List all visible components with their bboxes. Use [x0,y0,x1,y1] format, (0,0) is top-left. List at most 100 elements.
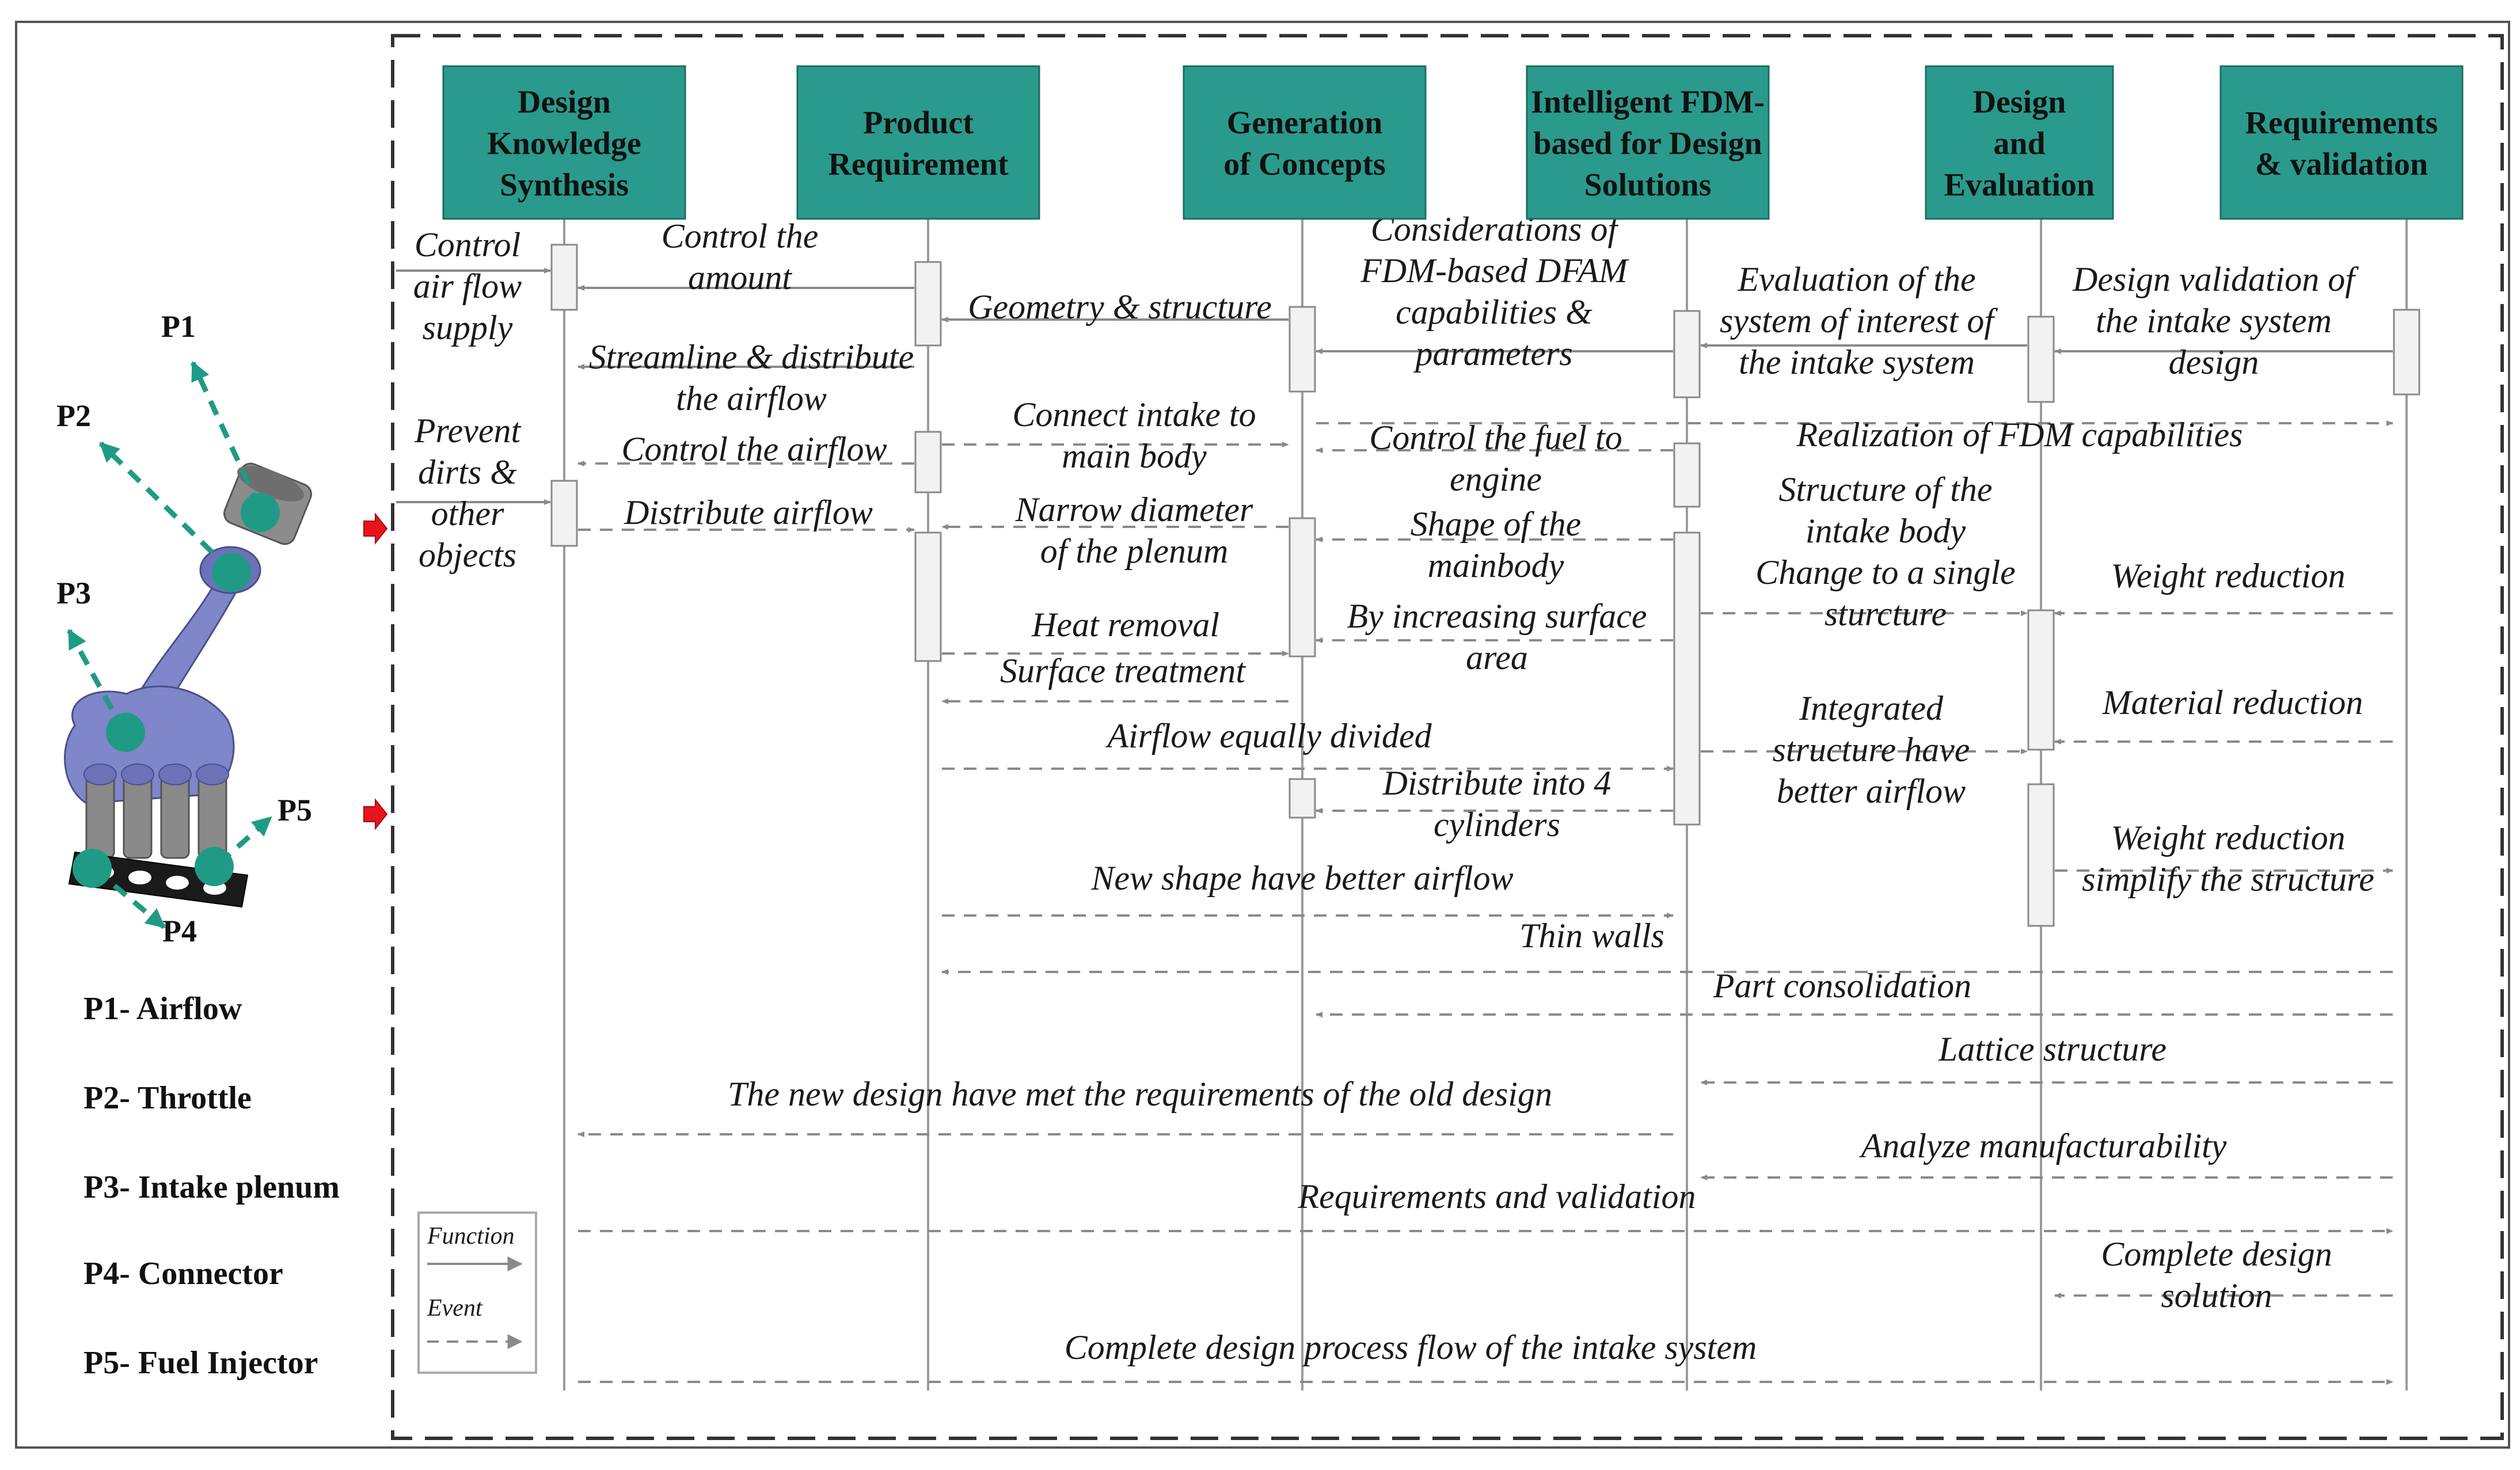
message-label-line: Material reduction [2102,683,2363,721]
activation-bar [2393,309,2420,396]
message-label-line: Integrated [1799,689,1944,727]
message-label-line: Weight reduction [2111,557,2345,595]
outer-frame [15,21,2510,1449]
message-label-line: the intake system [2096,302,2332,340]
message-28: Analyze manufacturability [1700,1127,2393,1180]
message-29: Requirements and validation [578,1177,2393,1234]
p3-marker [67,629,145,752]
p1-marker [190,360,280,532]
message-23: New shape have better airflow [942,859,1674,918]
activation-bars [550,244,2420,927]
message-label-line: Streamline & distribute [589,338,914,376]
message-label: Analyze manufacturability [1859,1127,2227,1165]
activation-bar [2027,316,2055,403]
message-label-line: Evaluation of the [1737,260,1975,298]
message-label-line: main body [1062,437,1207,475]
message-15: Heat removal [942,606,1289,656]
part-labels: P1 P2 P3 P4 P5 [56,309,312,948]
dashed-boundary [391,34,2504,1440]
activation-bar [550,480,578,547]
message-label-line: Requirements and validation [1298,1177,1696,1215]
activation-bar [914,431,942,493]
message-label-line: Narrow diameter [1015,491,1253,529]
message-label-line: Part consolidation [1713,967,1971,1005]
message-label-line: intake body [1806,512,1966,550]
header-label-line: Knowledge [487,126,641,162]
header-label-line: Intelligent FDM- [1531,85,1765,120]
message-label: Realization of FDM capabilities [1796,416,2243,454]
input-label-line: supply [423,309,513,347]
activation-bar [1288,517,1316,658]
message-label-line: amount [688,259,792,297]
part-legend-item: P5- Fuel Injector [83,1345,318,1381]
part-label-p2: P2 [56,398,91,433]
message-6: Realization of FDM capabilities [1316,416,2393,454]
message-label-line: capabilities & [1396,293,1592,331]
message-1: Geometry & structure [941,288,1288,326]
input-label-line: objects [419,536,516,574]
message-label-line: mainbody [1428,546,1564,584]
activation-bar [1673,531,1701,826]
message-label-line: cylinders [1434,806,1560,844]
message-9: Control the airflow [577,430,914,468]
input-label-line: dirts & [418,453,517,491]
legend-function-label: Function [427,1223,515,1249]
header-label-line: Evaluation [1944,168,2095,203]
part-label-p5: P5 [278,793,312,827]
message-label-line: Control the fuel to [1369,419,1622,457]
message-label: Control the airflow [621,430,887,468]
message-label-line: Distribute into 4 [1382,764,1611,802]
header-label-line: Requirements [2245,105,2438,141]
message-14: Weight reduction [2054,557,2393,616]
p2-marker [98,441,251,592]
message-label: Geometry & structure [968,288,1272,326]
message-label-line: Control the [662,217,819,255]
message-label: Distribute airflow [624,493,873,531]
message-label-line: Realization of FDM capabilities [1796,416,2243,454]
message-label-line: FDM-based DFAM [1360,252,1629,290]
header-label-line: Requirement [828,147,1008,183]
part-legend-item: P3- Intake plenum [83,1169,340,1205]
header-box [2219,65,2464,220]
part-legend-item: P2- Throttle [83,1080,252,1116]
message-label-line: better airflow [1777,772,1966,810]
message-label: Surface treatment [1000,652,1246,690]
header-label-line: & validation [2255,147,2428,183]
p5-marker [195,815,272,886]
header-5: Requirements & validation [2219,65,2464,220]
message-label-line: Design validation of [2072,260,2359,298]
input-label-line: air flow [413,267,522,305]
activation-bar [1673,310,1701,398]
input-label-line: other [431,495,504,533]
message-label-line: Analyze manufacturability [1859,1127,2227,1165]
activation-bar [914,531,942,662]
activation-bar [1673,442,1701,508]
p4-marker [73,849,166,929]
header-box [796,65,1040,220]
message-label-line: Surface treatment [1000,652,1246,690]
message-26: Lattice structure [1700,1030,2393,1085]
red-arrow-icon [363,512,388,545]
message-label-line: solution [2161,1277,2272,1315]
